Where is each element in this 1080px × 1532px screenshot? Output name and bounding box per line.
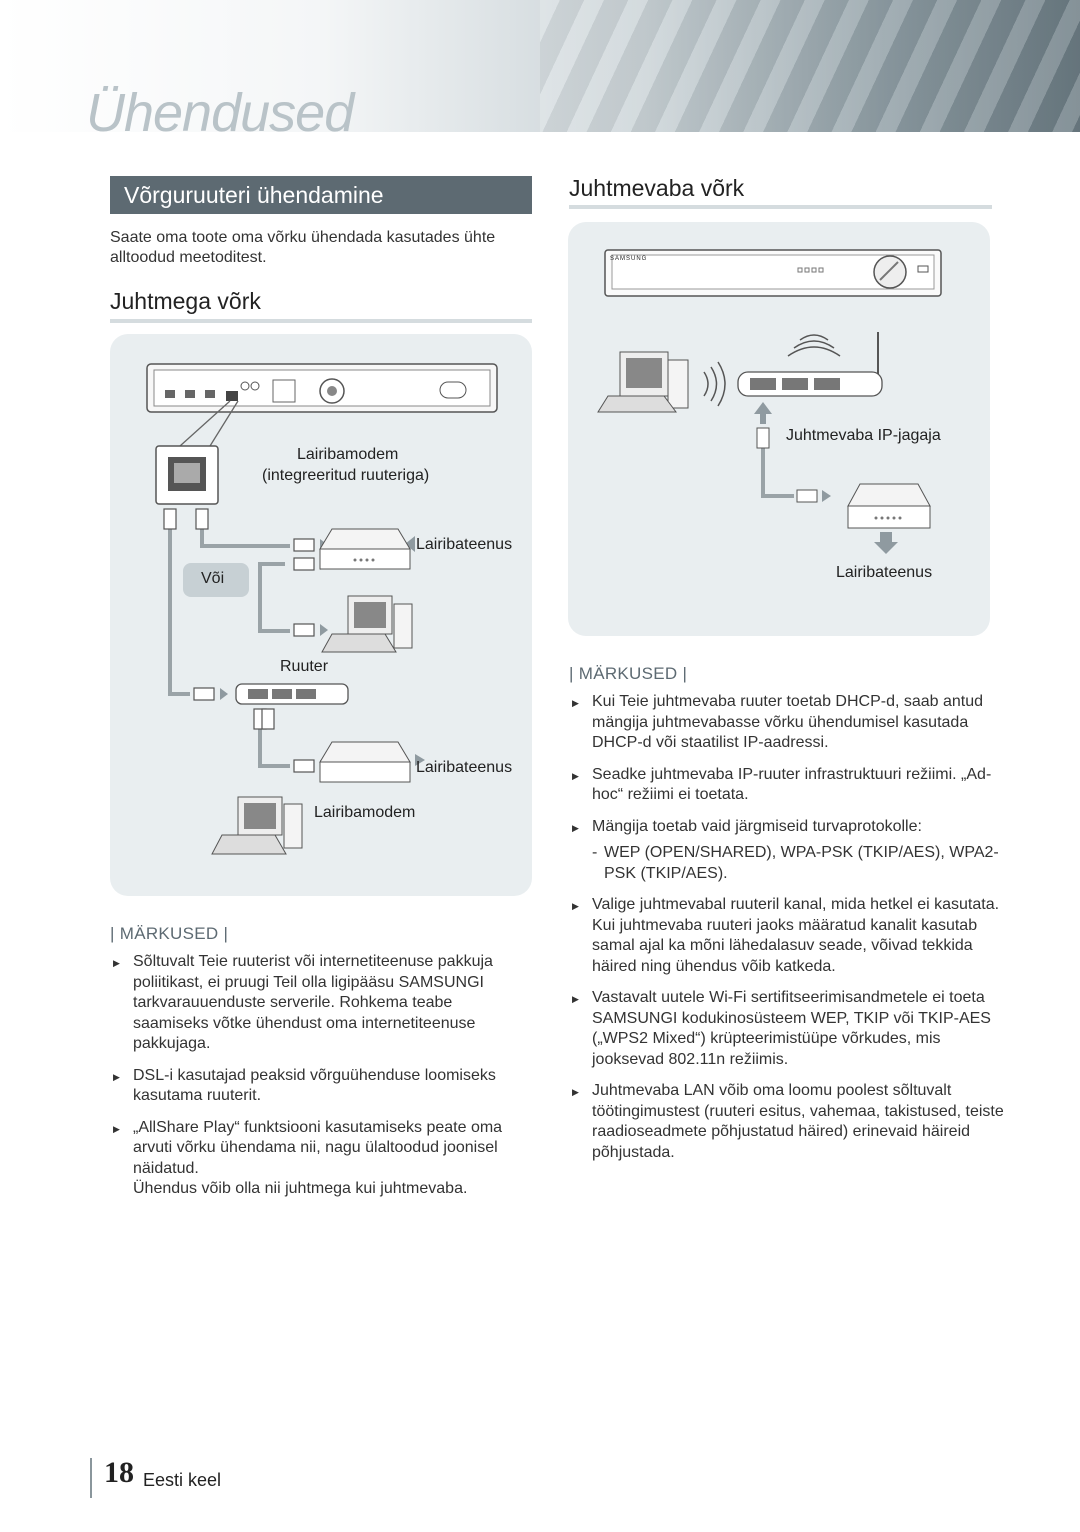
label-broadband-1: Lairibateenus — [416, 536, 513, 553]
wired-diagram — [146, 363, 498, 855]
wireless-pc-icon — [597, 351, 689, 413]
wired-diagram-panel — [110, 334, 532, 896]
modem-icon-2 — [319, 741, 411, 783]
player-front-icon — [604, 249, 942, 297]
page-number: 18 — [104, 1456, 134, 1489]
modem-icon-1 — [319, 528, 411, 570]
left-notes-list: Sõltuvalt Teie ruuterist või internetite… — [110, 952, 510, 1211]
left-note-2: DSL-i kasutajad peaksid võrguühenduse lo… — [110, 1066, 510, 1107]
or-label: Või — [201, 570, 225, 587]
section-title: Võrguruuteri ühendamine — [124, 182, 384, 208]
left-note-1: Sõltuvalt Teie ruuterist või internetite… — [110, 952, 510, 1055]
pc-icon-1 — [321, 595, 413, 653]
right-note-3: Mängija toetab vaid järgmiseid turvaprot… — [569, 817, 1004, 837]
access-point-icon — [737, 332, 883, 397]
header-banner — [0, 0, 1080, 132]
right-note-6: Juhtmevaba LAN võib oma loomu poolest sõ… — [569, 1081, 1004, 1163]
chapter-title: Ühendused — [86, 83, 354, 143]
lan-port-callout — [155, 445, 219, 505]
wireless-diagram — [597, 249, 942, 554]
page-number-block: 18 — [90, 1456, 134, 1498]
right-notes-heading: | MÄRKUSED | — [569, 664, 688, 683]
wired-heading: Juhtmega võrk — [110, 288, 261, 314]
label-router: Ruuter — [280, 658, 329, 675]
label-modem-router-2: (integreeritud ruuteriga) — [262, 467, 430, 484]
section-title-bar: Võrguruuteri ühendamine — [110, 176, 532, 214]
label-broadband-2: Lairibateenus — [416, 759, 513, 776]
right-note-2: Seadke juhtmevaba IP-ruuter infrastruktu… — [569, 765, 1004, 806]
wifi-signal-icon-side — [703, 361, 726, 407]
label-wireless-ap: Juhtmevaba IP-jagaja — [786, 427, 941, 444]
right-notes-list: Kui Teie juhtmevaba ruuter toetab DHCP-d… — [569, 692, 1004, 1174]
wireless-heading: Juhtmevaba võrk — [569, 175, 745, 201]
label-modem-router-1: Lairibamodem — [297, 446, 399, 463]
right-sub-note: WEP (OPEN/SHARED), WPA-PSK (TKIP/AES), W… — [569, 843, 1004, 884]
label-modem: Lairibamodem — [314, 804, 416, 821]
wifi-signal-icon-top — [787, 334, 841, 357]
player-back-panel — [146, 363, 498, 413]
right-note-1: Kui Teie juhtmevaba ruuter toetab DHCP-d… — [569, 692, 1004, 754]
player-brand-label: SAMSUNG — [610, 256, 648, 262]
or-badge: Või — [183, 563, 249, 597]
left-note-3: „AllShare Play“ funktsiooni kasutamiseks… — [110, 1118, 510, 1180]
wired-heading-rule — [110, 319, 532, 323]
page-language: Eesti keel — [143, 1470, 222, 1490]
wireless-heading-rule — [569, 205, 992, 209]
left-notes-heading: | MÄRKUSED | — [110, 924, 229, 943]
right-note-4: Valige juhtmevabal ruuteril kanal, mida … — [569, 895, 1004, 977]
left-note-extra: Ühendus võib olla nii juhtmega kui juhtm… — [133, 1180, 468, 1197]
intro-text: Saate oma toote oma võrku ühendada kasut… — [110, 229, 496, 266]
pc-icon-2 — [211, 796, 303, 855]
right-note-5: Vastavalt uutele Wi-Fi sertifitseerimisa… — [569, 988, 1004, 1070]
router-icon — [235, 683, 349, 705]
header-banner-texture — [540, 0, 1080, 132]
wireless-modem-icon — [847, 483, 931, 529]
label-wireless-broadband: Lairibateenus — [836, 564, 933, 581]
